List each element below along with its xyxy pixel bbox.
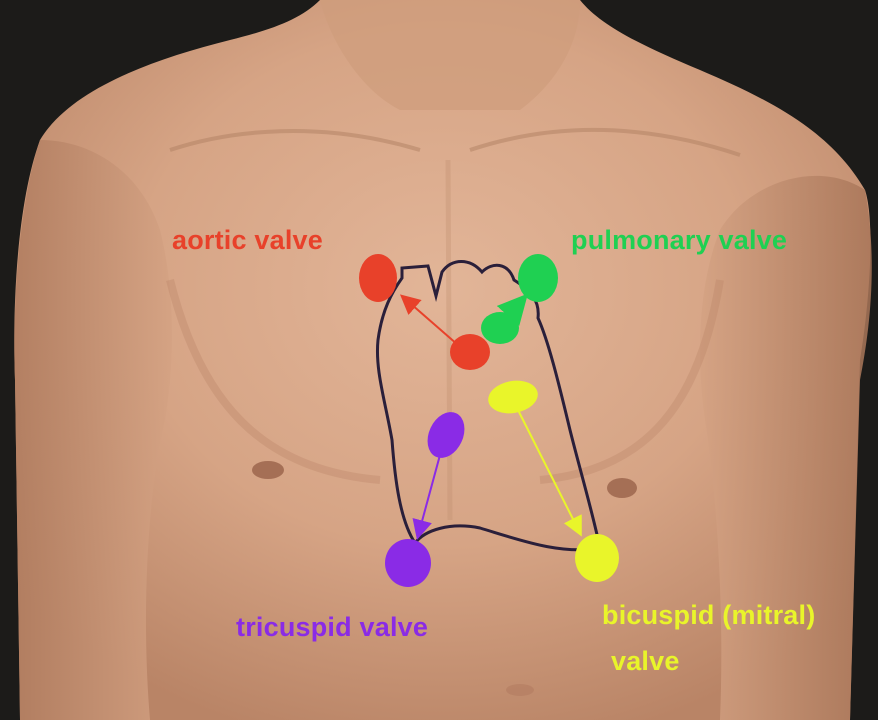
tricuspid-valve-marker [385,539,431,587]
pulmonary-valve-marker [518,254,558,302]
bicuspid-valve-label-line2: valve [611,646,680,676]
pulmonary-valve-inner-marker [481,312,519,344]
aortic-valve-label: aortic valve [172,225,323,255]
left-nipple [252,461,284,479]
sternum-line [448,160,450,520]
right-arm [700,176,872,720]
right-nipple [607,478,637,498]
bicuspid-valve-label-line1: bicuspid (mitral) [602,600,815,630]
navel-hint [506,684,534,696]
aortic-valve-marker [359,254,397,302]
pulmonary-valve-label: pulmonary valve [571,225,787,255]
bicuspid-valve-marker [575,534,619,582]
aortic-valve-inner-marker [450,334,490,370]
tricuspid-valve-label: tricuspid valve [236,612,428,642]
